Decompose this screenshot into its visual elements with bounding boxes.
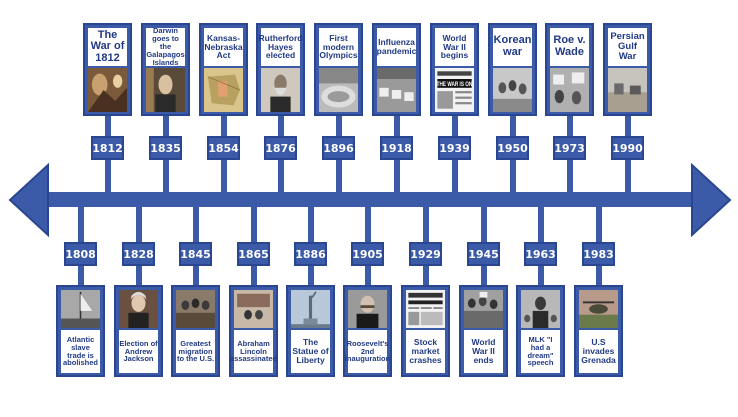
top-event-card: The War of 1812 [83,23,132,116]
year-label: 1929 [409,242,442,266]
event-title: Darwin goes to the Galapagos Islands [146,26,185,67]
right-arrow-icon [691,162,732,238]
bottom-event-card: Atlantic slave trade is abolished [56,285,105,377]
refugees-photo-image [493,68,532,112]
top-event-card: First modern Olympics [314,23,363,116]
event-title: Abraham Lincoln assassinated [230,330,277,373]
bottom-event-card: Abraham Lincoln assassinated [229,285,278,377]
event-title: Persian Gulf War [608,28,647,66]
year-label: 1945 [467,242,500,266]
mlk-crowd-photo-image [521,290,560,328]
bottom-event-card: U.S invades Grenada [574,285,623,377]
year-label: 1950 [496,136,529,160]
bottom-event-card: Stock market crashes [401,285,450,377]
year-label: 1896 [322,136,355,160]
crowd-celebration-photo-image [464,290,503,328]
top-event-card: Roe v. Wade [545,23,594,116]
top-event-card: Influenza pandemic [372,23,421,116]
year-label: 1835 [149,136,182,160]
year-label: 1808 [64,242,97,266]
bottom-event-card: Greatest migration to the U.S. [171,285,220,377]
stadium-photo-image [319,68,358,112]
event-title: World War II begins [435,28,474,66]
battle-painting-image [88,68,127,112]
year-label: 1939 [438,136,471,160]
year-label: 1990 [611,136,644,160]
event-title: The War of 1812 [88,28,127,66]
year-label: 1983 [582,242,615,266]
protest-photo-image [550,68,589,112]
event-title: Kansas-Nebraska Act [204,28,243,66]
year-label: 1812 [91,136,124,160]
event-title: Stock market crashes [406,330,445,373]
year-label: 1963 [524,242,557,266]
desert-war-photo-image [608,68,647,112]
top-event-card: Darwin goes to the Galapagos Islands [141,23,190,116]
bottom-event-card: Roosevelt's 2nd inauguration [343,285,392,377]
assassination-illustration-image [234,290,273,328]
left-arrow-icon [8,162,49,238]
top-event-card: Kansas-Nebraska Act [199,23,248,116]
jackson-portrait-image [119,290,158,328]
event-title: The Statue of Liberty [291,330,330,373]
event-title: Roosevelt's 2nd inauguration [345,330,390,373]
top-event-card: Persian Gulf War [603,23,652,116]
timeline-bar [40,192,700,207]
event-title: World War II ends [464,330,503,373]
roosevelt-portrait-image [348,290,387,328]
event-title: U.S invades Grenada [579,330,618,373]
event-title: Atlantic slave trade is abolished [61,330,100,373]
top-event-card: Rutherford Hayes elected [256,23,305,116]
year-label: 1845 [179,242,212,266]
helicopter-photo-image [579,290,618,328]
hospital-ward-photo-image [377,68,416,112]
event-title: Greatest migration to the U.S. [176,330,215,373]
immigrants-photo-image [176,290,215,328]
year-label: 1876 [264,136,297,160]
newspaper-the-war-is-on-image: THE WAR IS ON [435,68,474,112]
event-title: Election of Andrew Jackson [119,330,158,373]
event-title: Roe v. Wade [550,28,589,66]
bottom-event-card: MLK "I had a dream" speech [516,285,565,377]
year-label: 1886 [294,242,327,266]
event-title: Korean war [493,28,532,66]
svg-text:THE WAR IS ON: THE WAR IS ON [437,82,473,89]
ship-deck-painting-image [61,290,100,328]
event-title: Rutherford Hayes elected [259,28,302,66]
bottom-event-card: The Statue of Liberty [286,285,335,377]
year-label: 1828 [122,242,155,266]
bottom-event-card: Election of Andrew Jackson [114,285,163,377]
year-label: 1854 [207,136,240,160]
event-title: MLK "I had a dream" speech [521,330,560,373]
statue-of-liberty-photo-image [291,290,330,328]
year-label: 1865 [237,242,270,266]
year-label: 1918 [380,136,413,160]
year-label: 1973 [553,136,586,160]
darwin-portrait-image [146,68,185,112]
hayes-portrait-image [261,68,300,112]
event-title: Influenza pandemic [377,28,416,66]
year-label: 1905 [351,242,384,266]
event-title: First modern Olympics [319,28,358,66]
top-event-card: Korean war [488,23,537,116]
newspaper-crash-image [406,290,445,328]
bottom-event-card: World War II ends [459,285,508,377]
us-map-image [204,68,243,112]
